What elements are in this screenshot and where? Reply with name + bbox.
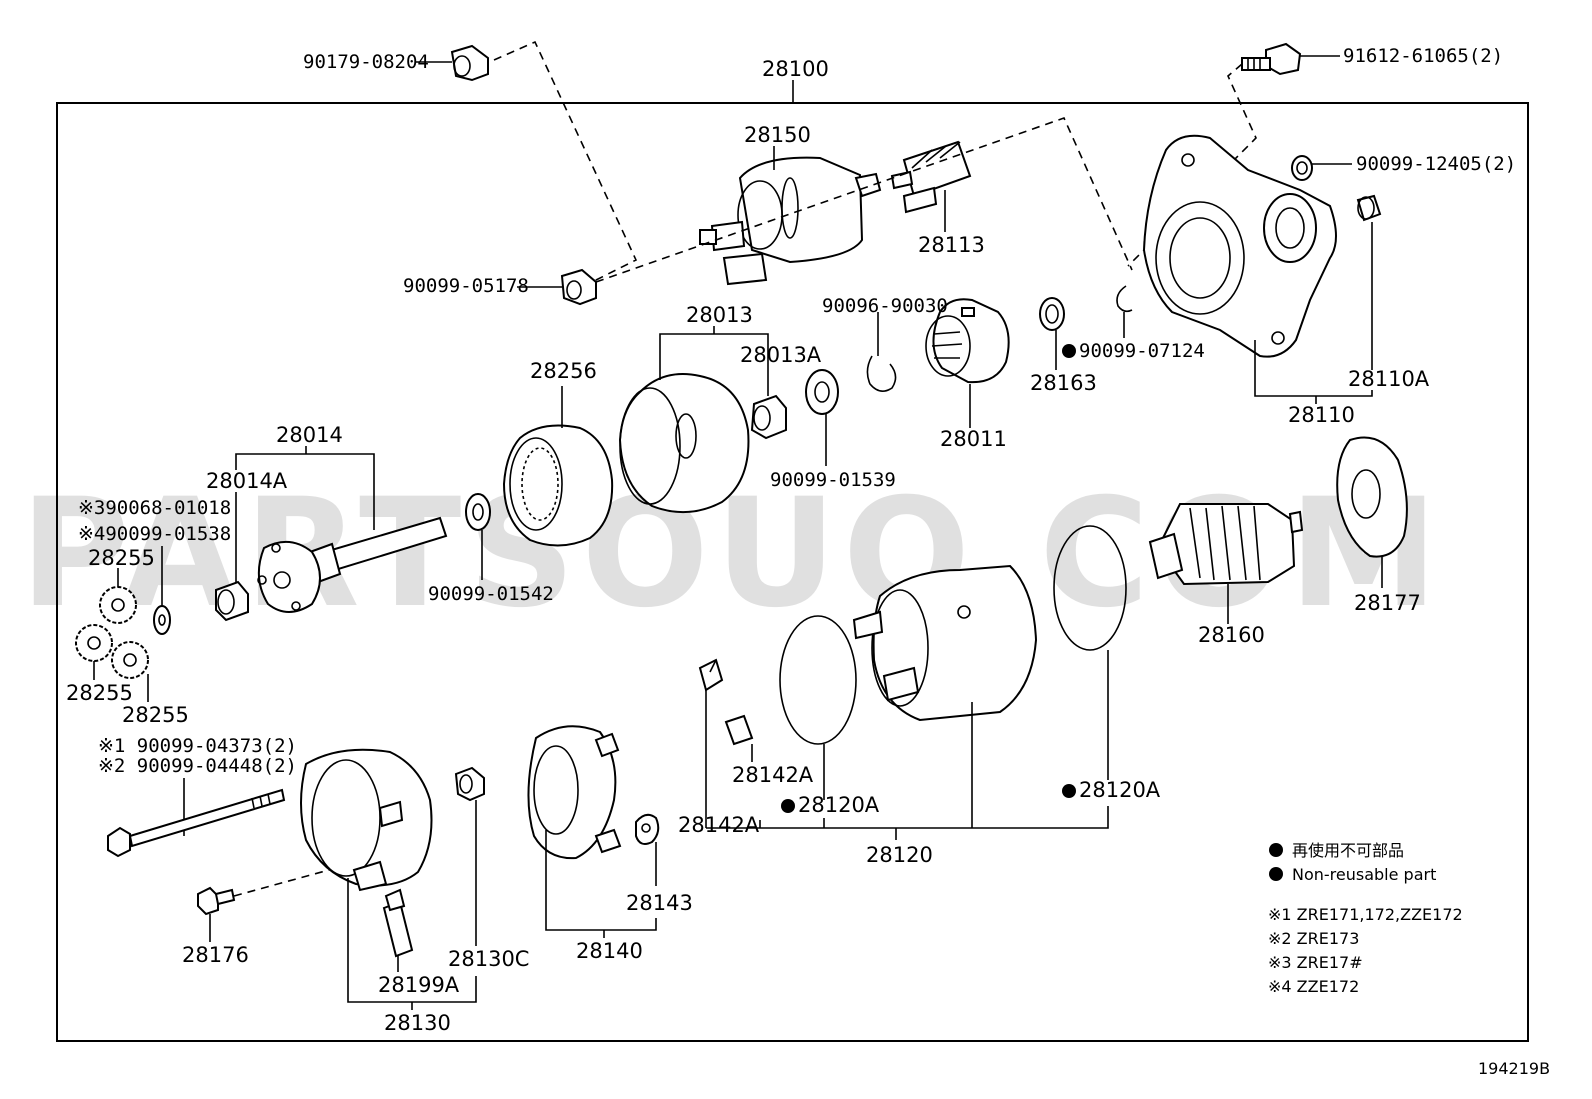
plate-28177[interactable] bbox=[1336, 436, 1408, 558]
legend-item-en: Non-reusable part bbox=[1292, 865, 1436, 884]
label-90099-01542: 90099-01542 bbox=[428, 583, 554, 605]
contact-plate-28113[interactable] bbox=[890, 140, 972, 214]
legend: 再使用不可部品 Non-reusable part ※1 ZRE171,172,… bbox=[1268, 841, 1463, 996]
label-28199A: 28199A bbox=[378, 973, 460, 997]
legend-note-4: ※4 ZZE172 bbox=[1268, 977, 1359, 996]
bushing-28130C[interactable] bbox=[454, 766, 485, 802]
label-28014A: 28014A bbox=[206, 469, 288, 493]
label-28130: 28130 bbox=[384, 1011, 451, 1035]
snap-ring-90099-07124[interactable] bbox=[1116, 285, 1133, 313]
label-28110A: 28110A bbox=[1348, 367, 1430, 391]
label-28013A: 28013A bbox=[740, 343, 822, 367]
spring-28143[interactable] bbox=[635, 813, 660, 845]
label-90099-07124: 90099-07124 bbox=[1079, 340, 1205, 362]
screw-28176[interactable] bbox=[197, 886, 236, 916]
planet-gear-28255-top[interactable] bbox=[99, 586, 137, 624]
brush-holder-28140[interactable] bbox=[527, 725, 622, 860]
legend-dot-1 bbox=[1269, 843, 1283, 857]
label-91612-61065: 91612-61065(2) bbox=[1343, 45, 1503, 67]
assembly-number: 28100 bbox=[762, 57, 829, 81]
planetary-shaft-28014[interactable] bbox=[257, 516, 448, 613]
through-bolt[interactable] bbox=[107, 788, 286, 858]
bushing-28110A[interactable] bbox=[1356, 194, 1382, 222]
label-28013: 28013 bbox=[686, 303, 753, 327]
label-28163: 28163 bbox=[1030, 371, 1097, 395]
label-28130C: 28130C bbox=[448, 947, 529, 971]
figure-id: 194219B bbox=[1478, 1059, 1550, 1078]
bearing-28013A[interactable] bbox=[750, 394, 787, 440]
label-28120A-b: 28120A bbox=[1079, 778, 1161, 802]
non-reusable-dot-28120A-a bbox=[781, 799, 795, 813]
note-part-3: ※390068-01018 bbox=[78, 497, 231, 519]
nut-90179[interactable] bbox=[450, 44, 489, 82]
nut-90099-05178[interactable] bbox=[560, 268, 597, 306]
label-28160: 28160 bbox=[1198, 623, 1265, 647]
legend-note-1: ※1 ZRE171,172,ZZE172 bbox=[1268, 905, 1463, 924]
legend-item-jp: 再使用不可部品 bbox=[1292, 841, 1404, 860]
label-28120: 28120 bbox=[866, 843, 933, 867]
label-28255-left: 28255 bbox=[66, 681, 133, 705]
label-28140: 28140 bbox=[576, 939, 643, 963]
label-90099-12405: 90099-12405(2) bbox=[1356, 153, 1516, 175]
washer-small[interactable] bbox=[153, 605, 171, 635]
non-reusable-dot-28120A-b bbox=[1062, 784, 1076, 798]
label-28143: 28143 bbox=[626, 891, 693, 915]
dashed-bolt-path-2 bbox=[595, 117, 1133, 283]
spring-28142A-a[interactable] bbox=[698, 658, 724, 692]
planet-gear-28255-right[interactable] bbox=[111, 641, 149, 679]
label-90096-90030: 90096-90030 bbox=[822, 295, 948, 317]
bushing-90099-12405[interactable] bbox=[1291, 155, 1313, 181]
plug-28199A[interactable] bbox=[382, 888, 414, 958]
label-90179-08204: 90179-08204 bbox=[303, 51, 429, 73]
label-28120A-a: 28120A bbox=[798, 793, 880, 817]
label-28142A-a: 28142A bbox=[678, 813, 760, 837]
yoke-28120[interactable] bbox=[852, 564, 1038, 722]
bearing-28014A[interactable] bbox=[215, 580, 249, 622]
dashed-bolt-path-1 bbox=[493, 40, 638, 283]
label-28142A-b: 28142A bbox=[732, 763, 814, 787]
oring-28120A-small[interactable] bbox=[779, 615, 857, 745]
spring-28142A-b[interactable] bbox=[724, 714, 754, 746]
armature-28160[interactable] bbox=[1148, 503, 1304, 586]
solenoid-28150[interactable] bbox=[699, 156, 882, 286]
label-28113: 28113 bbox=[918, 233, 985, 257]
label-28176: 28176 bbox=[182, 943, 249, 967]
planet-gear-28255-left[interactable] bbox=[75, 624, 113, 662]
clutch-28011[interactable] bbox=[925, 298, 1010, 384]
note-part-4: ※490099-01538 bbox=[78, 523, 231, 545]
oring-28120A-large[interactable] bbox=[1053, 525, 1127, 651]
snap-ring-90096-90030[interactable] bbox=[866, 355, 897, 392]
label-28011: 28011 bbox=[940, 427, 1007, 451]
label-28256: 28256 bbox=[530, 359, 597, 383]
label-28014: 28014 bbox=[276, 423, 343, 447]
legend-dot-2 bbox=[1269, 867, 1283, 881]
label-28255-right: 28255 bbox=[122, 703, 189, 727]
label-28255-top: 28255 bbox=[88, 546, 155, 570]
label-90099-05178: 90099-05178 bbox=[403, 275, 529, 297]
note-bolt-1: ※1 90099-04373(2) bbox=[98, 735, 297, 757]
label-90099-01539: 90099-01539 bbox=[770, 469, 896, 491]
collar-28163[interactable] bbox=[1039, 297, 1065, 331]
gear-housing-28013[interactable] bbox=[618, 373, 750, 514]
note-bolt-2: ※2 90099-04448(2) bbox=[98, 755, 297, 777]
label-28177: 28177 bbox=[1354, 591, 1421, 615]
end-frame-28130[interactable] bbox=[300, 748, 433, 892]
non-reusable-dot-07124 bbox=[1062, 344, 1076, 358]
washer-90099-01539[interactable] bbox=[805, 369, 839, 415]
label-28150: 28150 bbox=[744, 123, 811, 147]
legend-note-2: ※2 ZRE173 bbox=[1268, 929, 1359, 948]
bolt-91612[interactable] bbox=[1241, 42, 1302, 76]
drive-housing-28110[interactable] bbox=[1142, 134, 1337, 358]
label-28110: 28110 bbox=[1288, 403, 1355, 427]
legend-note-3: ※3 ZRE17# bbox=[1268, 953, 1363, 972]
washer-90099-01542[interactable] bbox=[465, 493, 491, 531]
ring-gear-28256[interactable] bbox=[502, 424, 614, 547]
